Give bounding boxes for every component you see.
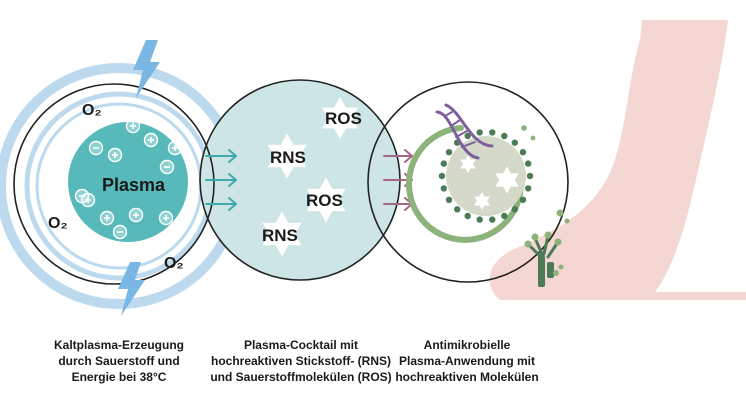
arrow-right-icon [205, 197, 237, 211]
minus-ion-icon [112, 224, 128, 240]
foot-icon [489, 20, 746, 300]
caption-line: Antimikrobielle [423, 338, 511, 352]
o2-label: O₂ [48, 215, 68, 232]
membrane-dot [440, 160, 447, 167]
caption-line: hochreaktiven Molekülen [395, 370, 539, 384]
membrane-dot [489, 129, 496, 136]
ros-label: ROS [306, 191, 343, 210]
fungus-icon [524, 209, 570, 287]
caption-line: durch Sauerstoff und [58, 354, 180, 368]
plus-ion-icon [128, 207, 144, 223]
circle-outlines [13, 79, 569, 285]
microbe-cell-icon [405, 125, 536, 243]
o2-label: O₂ [82, 102, 102, 119]
membrane-dot [489, 216, 496, 223]
membrane-dot [511, 206, 518, 213]
caption-antimicrobial: Antimikrobielle Plasma-Anwendung mit hoc… [352, 337, 582, 385]
plasma-label: Plasma [102, 175, 166, 195]
membrane-dot [519, 149, 527, 156]
membrane-dot [476, 129, 483, 136]
arrow-right-icon [205, 173, 237, 187]
caption-line: Energie bei 38°C [71, 370, 167, 384]
ros-label: ROS [325, 109, 362, 128]
membrane-dot [476, 216, 483, 223]
caption-line: Plasma-Anwendung mit [398, 354, 535, 368]
membrane-dot [501, 132, 508, 140]
membrane-dot [519, 196, 527, 203]
plus-ion-icon [143, 132, 159, 148]
plasma-ions [74, 118, 183, 240]
minus-ion-icon [159, 159, 175, 175]
membrane-dot [501, 212, 508, 220]
membrane-dot [464, 132, 471, 140]
arrow-right-icon [383, 149, 413, 163]
lightning-bolt-icon [118, 262, 145, 316]
rns-label: RNS [270, 148, 306, 167]
plus-ion-icon [125, 118, 141, 134]
plus-ion-icon [167, 140, 183, 156]
membrane-dot [511, 139, 518, 146]
dna-icon [435, 103, 494, 160]
membrane-dot [438, 172, 446, 180]
arrow-group-teal [205, 149, 237, 211]
plus-ion-icon [99, 210, 115, 226]
caption-line: und Sauerstoffmolekülen (ROS) [210, 370, 392, 384]
minus-ion-icon [88, 140, 104, 156]
membrane-dot [445, 149, 453, 156]
plasma-core [68, 122, 188, 242]
membrane-dot [454, 206, 461, 213]
rns-label: RNS [262, 226, 298, 245]
caption-plasma-cocktail: Plasma-Cocktail mit hochreaktiven Sticks… [186, 337, 416, 385]
caption-plasma-generation: Kaltplasma-Erzeugung durch Sauerstoff un… [4, 337, 234, 385]
minus-ion-icon [74, 188, 90, 204]
arrow-right-icon [205, 149, 237, 163]
o2-label: O₂ [164, 255, 184, 272]
caption-line: Kaltplasma-Erzeugung [53, 338, 185, 352]
caption-line: hochreaktiven Stickstoff- (RNS) [210, 354, 392, 368]
membrane-dot [525, 185, 532, 192]
plus-ion-icon [158, 210, 174, 226]
membrane-dot [464, 212, 471, 220]
membrane-dot [526, 172, 534, 180]
membrane-dot [440, 185, 447, 192]
plus-ion-icon [107, 147, 123, 163]
lightning-bolt-icon [133, 40, 160, 98]
caption-line: Plasma-Cocktail mit [243, 338, 359, 352]
membrane-dot [525, 160, 532, 167]
membrane-dot [445, 196, 453, 203]
cocktail-circle-fill [200, 80, 400, 280]
